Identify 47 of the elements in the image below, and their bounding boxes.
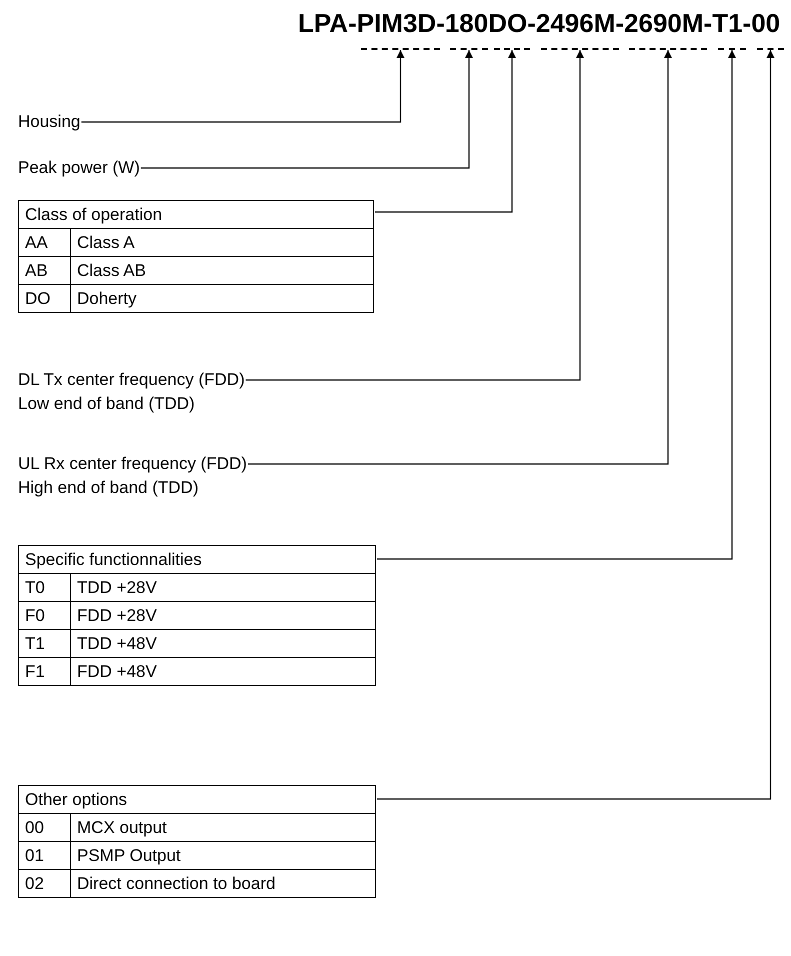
table-cell: DO <box>19 284 71 312</box>
dashed-underline <box>541 48 619 50</box>
dashed-underline <box>757 48 784 50</box>
table-cell: AA <box>19 228 71 256</box>
table-cell: T0 <box>19 573 71 601</box>
leader-arrow <box>375 50 516 213</box>
leader-arrow <box>140 50 473 169</box>
table-header: Class of operation <box>24 204 164 226</box>
code-table <box>18 545 376 686</box>
dashed-underline <box>718 48 746 50</box>
table-cell: Doherty <box>71 284 373 312</box>
table-cell: T1 <box>19 629 71 657</box>
field-label: Peak power (W) <box>18 157 140 179</box>
table-cell: 02 <box>19 869 71 897</box>
table-cell: F1 <box>19 657 71 685</box>
table-cell: TDD +48V <box>71 629 375 657</box>
table-cell: Direct connection to board <box>71 869 375 897</box>
field-label: High end of band (TDD) <box>18 477 200 499</box>
code-table <box>18 200 374 313</box>
field-label: UL Rx center frequency (FDD) <box>18 453 247 475</box>
leader-arrow <box>246 50 584 381</box>
code-table <box>18 785 376 898</box>
table-cell: MCX output <box>71 813 375 841</box>
leader-arrow <box>248 50 672 465</box>
field-label: Housing <box>18 111 80 133</box>
table-header: Specific functionnalities <box>24 549 203 571</box>
table-cell: PSMP Output <box>71 841 375 869</box>
dashed-underline <box>494 48 530 50</box>
dashed-underline <box>450 48 488 50</box>
table-cell: F0 <box>19 601 71 629</box>
table-cell: FDD +28V <box>71 601 375 629</box>
table-header: Other options <box>24 789 128 811</box>
table-cell: FDD +48V <box>71 657 375 685</box>
leader-arrow <box>377 50 774 800</box>
part-number-title: LPA-PIM3D-180DO-2496M-2690M-T1-00 <box>298 8 780 39</box>
table-cell: TDD +28V <box>71 573 375 601</box>
dashed-underline <box>629 48 707 50</box>
field-label: Low end of band (TDD) <box>18 393 196 415</box>
field-label: DL Tx center frequency (FDD) <box>18 369 245 391</box>
table-cell: Class A <box>71 228 373 256</box>
table-cell: 00 <box>19 813 71 841</box>
leader-arrow <box>377 50 736 560</box>
table-cell: Class AB <box>71 256 373 284</box>
leader-arrow <box>81 50 404 123</box>
table-cell: AB <box>19 256 71 284</box>
dashed-underline <box>361 48 440 50</box>
table-cell: 01 <box>19 841 71 869</box>
